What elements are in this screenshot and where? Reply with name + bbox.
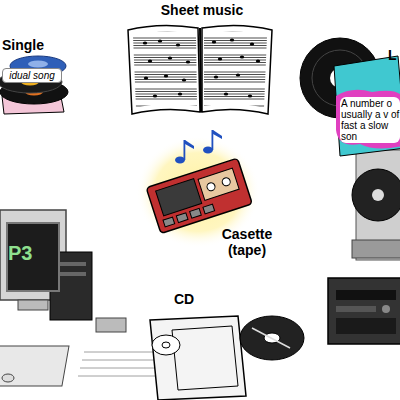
- callout-text: idual song: [3, 69, 61, 82]
- format-title: Sheet music: [147, 2, 257, 18]
- format-title: L: [388, 47, 400, 63]
- song-callout: idual song: [2, 68, 62, 83]
- callout-text: P3: [8, 242, 58, 265]
- sheet-music-booklet: [128, 25, 272, 114]
- single-records: [0, 56, 68, 114]
- cd-case: [150, 316, 304, 400]
- callout-text: A number o usually a v of fast a slow so…: [341, 98, 400, 142]
- stereo-deck: [328, 278, 400, 344]
- lp-callout: A number o usually a v of fast a slow so…: [340, 97, 400, 143]
- format-title: Single: [2, 37, 62, 53]
- monitor-screen: P3: [6, 222, 60, 292]
- format-title: CD: [174, 291, 214, 307]
- format-title: Casette (tape): [216, 226, 278, 258]
- lp-record: [300, 38, 400, 260]
